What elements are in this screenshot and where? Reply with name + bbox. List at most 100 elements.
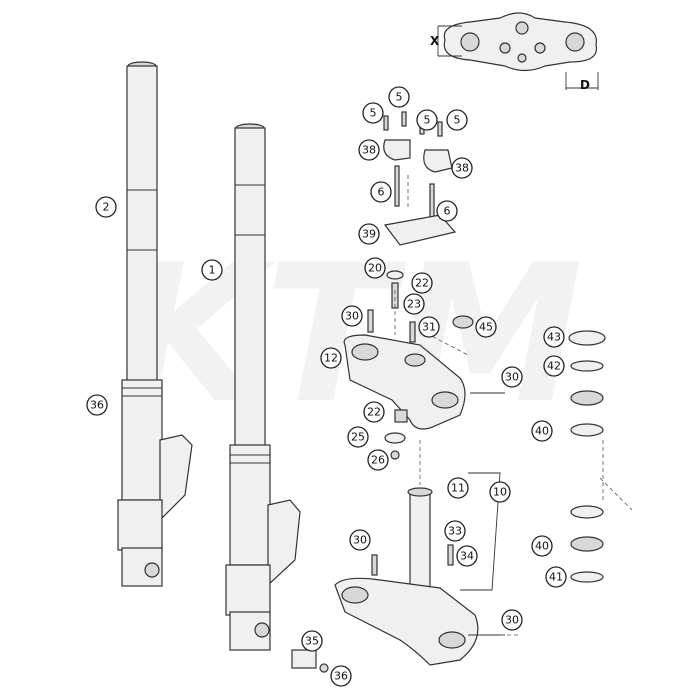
callout-5c: 5 <box>416 109 438 131</box>
callout-number: 5 <box>454 114 461 127</box>
callout-circle <box>349 529 371 551</box>
callout-number: 26 <box>371 454 385 467</box>
upper-clamp-parts <box>367 111 474 343</box>
callout-number: 5 <box>370 107 377 120</box>
callout-2: 2 <box>95 196 117 218</box>
callout-circle <box>531 535 553 557</box>
callout-20: 20 <box>364 257 386 279</box>
callout-number: 11 <box>451 482 465 495</box>
callout-circle <box>451 157 473 179</box>
callout-11: 11 <box>447 477 469 499</box>
callout-12: 12 <box>320 347 342 369</box>
callout-number: 45 <box>479 321 493 334</box>
callout-number: 34 <box>460 550 474 563</box>
callout-circle <box>501 609 523 631</box>
callout-25: 25 <box>347 426 369 448</box>
callout-circle <box>444 520 466 542</box>
callout-circle <box>418 316 440 338</box>
callout-circle <box>362 102 384 124</box>
callout-number: 5 <box>424 114 431 127</box>
callout-number: 30 <box>505 614 519 627</box>
callout-26: 26 <box>367 449 389 471</box>
callout-number: 43 <box>547 331 561 344</box>
callout-circle <box>363 401 385 423</box>
callout-number: 22 <box>415 277 429 290</box>
bracket-10 <box>460 472 501 591</box>
callout-6b: 6 <box>436 200 458 222</box>
callout-34: 34 <box>456 545 478 567</box>
callout-40a: 40 <box>531 420 553 442</box>
callout-circle <box>447 477 469 499</box>
callout-circle <box>475 316 497 338</box>
callout-38a: 38 <box>358 139 380 161</box>
watermark-text: KTM <box>117 224 583 445</box>
callout-number: 40 <box>535 540 549 553</box>
callout-number: 12 <box>324 352 338 365</box>
callout-33: 33 <box>444 520 466 542</box>
callout-number: 25 <box>351 431 365 444</box>
callout-number: 38 <box>455 162 469 175</box>
callout-39: 39 <box>358 223 380 245</box>
callout-1: 1 <box>201 259 223 281</box>
callout-number: 38 <box>362 144 376 157</box>
callout-5d: 5 <box>446 109 468 131</box>
callout-31: 31 <box>418 316 440 338</box>
dimension-d-label: D <box>580 78 590 92</box>
callout-5b: 5 <box>388 86 410 108</box>
callout-number: 30 <box>345 310 359 323</box>
callout-number: 36 <box>334 670 348 683</box>
callout-number: 6 <box>444 205 451 218</box>
callout-circle <box>347 426 369 448</box>
callout-40b: 40 <box>531 535 553 557</box>
callout-circle <box>341 305 363 327</box>
callout-number: 40 <box>535 425 549 438</box>
callout-circle <box>545 566 567 588</box>
callout-circle <box>411 272 433 294</box>
callout-30c: 30 <box>349 529 371 551</box>
callout-circle <box>330 665 352 687</box>
callout-circle <box>543 326 565 348</box>
callout-circle <box>543 355 565 377</box>
bearing-stack <box>568 330 633 583</box>
callout-circle <box>86 394 108 416</box>
callout-number: 30 <box>353 534 367 547</box>
callout-36a: 36 <box>86 394 108 416</box>
callout-circle <box>367 449 389 471</box>
callout-circle <box>489 481 511 503</box>
callout-number: 36 <box>90 399 104 412</box>
dimension-x-label: X <box>430 34 440 48</box>
callout-38b: 38 <box>451 157 473 179</box>
callout-5a: 5 <box>362 102 384 124</box>
callout-number: 2 <box>103 201 110 214</box>
callout-number: 33 <box>448 525 462 538</box>
callout-circle <box>201 259 223 281</box>
callout-number: 1 <box>209 264 216 277</box>
callout-number: 30 <box>505 371 519 384</box>
inset-triple-clamp: X D <box>430 12 599 92</box>
callout-30b: 30 <box>501 366 523 388</box>
callout-number: 22 <box>367 406 381 419</box>
callout-circle <box>531 420 553 442</box>
callout-30d: 30 <box>501 609 523 631</box>
callout-42: 42 <box>543 355 565 377</box>
callout-35: 35 <box>301 630 323 652</box>
callout-circle <box>388 86 410 108</box>
callout-circle <box>364 257 386 279</box>
callout-circle <box>501 366 523 388</box>
callout-41: 41 <box>545 566 567 588</box>
callout-circle <box>301 630 323 652</box>
callout-circle <box>358 223 380 245</box>
callout-circle <box>358 139 380 161</box>
fork-leg-1 <box>225 123 301 651</box>
callout-circle <box>403 293 425 315</box>
callout-6a: 6 <box>370 181 392 203</box>
callout-circle <box>320 347 342 369</box>
callout-number: 41 <box>549 571 563 584</box>
callout-number: 42 <box>547 360 561 373</box>
callout-23: 23 <box>403 293 425 315</box>
callout-43: 43 <box>543 326 565 348</box>
callout-number: 31 <box>422 321 436 334</box>
